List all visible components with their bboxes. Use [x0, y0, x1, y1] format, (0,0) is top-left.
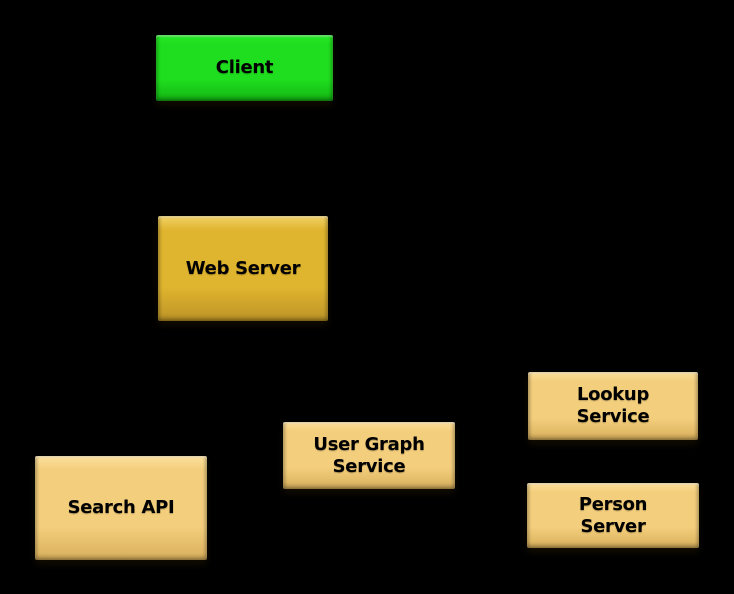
- node-lookup-service: Lookup Service: [528, 372, 698, 440]
- node-client-label: Client: [215, 57, 274, 79]
- node-search-api: Search API: [35, 456, 207, 560]
- node-web-server-label: Web Server: [185, 257, 301, 279]
- node-web-server: Web Server: [158, 216, 328, 321]
- node-person-server: Person Server: [527, 483, 699, 548]
- node-search-api-label: Search API: [67, 497, 175, 519]
- node-user-graph-service: User Graph Service: [283, 422, 455, 489]
- node-user-graph-service-label: User Graph Service: [313, 433, 425, 477]
- node-lookup-service-label: Lookup Service: [576, 384, 650, 427]
- node-person-server-label: Person Server: [578, 493, 648, 537]
- node-client: Client: [156, 35, 333, 101]
